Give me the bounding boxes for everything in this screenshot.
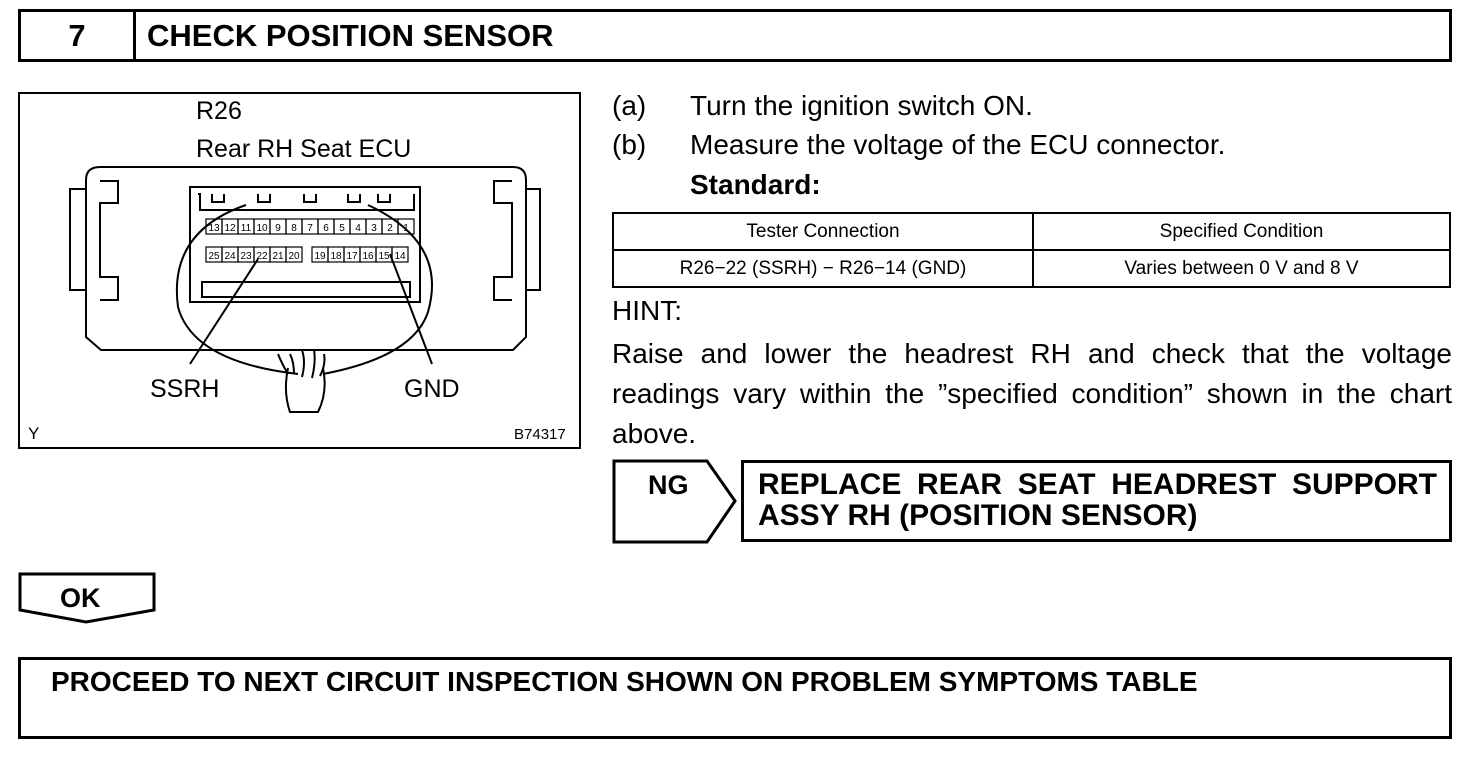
connector-housing: [69, 166, 541, 413]
pin-number: 14: [394, 251, 406, 262]
pin-number: 15: [378, 251, 390, 262]
pin-number: 7: [307, 223, 313, 234]
instruction-b: (b) Measure the voltage of the ECU connec…: [612, 128, 1225, 162]
pin-number: 18: [330, 251, 342, 262]
pin-number: 21: [272, 251, 284, 262]
hint-text: Raise and lower the headrest RH and chec…: [612, 338, 1452, 449]
pin-number: 17: [346, 251, 358, 262]
pin-number: 12: [224, 223, 236, 234]
pin-number: 8: [291, 223, 297, 234]
pin-cell: [397, 218, 415, 235]
table-cell: Varies between 0 V and 8 V: [1032, 249, 1451, 288]
connector-name: Rear RH Seat ECU: [196, 135, 411, 163]
ok-tag: OK: [18, 572, 156, 624]
ng-label: NG: [648, 470, 689, 500]
pin-number: 13: [208, 223, 220, 234]
table-header-row: Tester Connection Specified Condition: [612, 212, 1451, 251]
step-number: 7: [21, 12, 136, 59]
pin-number: 25: [208, 251, 220, 262]
instruction-a: (a) Turn the ignition switch ON.: [612, 89, 1033, 123]
pin-number: 4: [355, 223, 361, 234]
pin-number: 19: [314, 251, 326, 262]
pin-number: 22: [256, 251, 268, 262]
table-cell: R26−22 (SSRH) − R26−14 (GND): [612, 249, 1034, 288]
pin-number: 16: [362, 251, 374, 262]
pin-cell: [391, 246, 409, 263]
pin-number: 5: [339, 223, 345, 234]
step-header: 7 CHECK POSITION SENSOR: [18, 9, 1452, 62]
pin-cell: [285, 246, 303, 263]
table-header: Tester Connection: [612, 212, 1034, 251]
ng-action-box: REPLACE REAR SEAT HEADREST SUPPORT ASSY …: [741, 460, 1452, 542]
table-row: R26−22 (SSRH) − R26−14 (GND) Varies betw…: [612, 249, 1451, 288]
ng-action-text: REPLACE REAR SEAT HEADREST SUPPORT ASSY …: [758, 468, 1437, 532]
pin-number: 2: [387, 223, 393, 234]
instruction-label: (b): [612, 129, 647, 160]
ng-tag: NG: [612, 459, 737, 544]
next-step-text: PROCEED TO NEXT CIRCUIT INSPECTION SHOWN…: [51, 666, 1198, 697]
step-title: CHECK POSITION SENSOR: [147, 18, 554, 53]
ssrh-label: SSRH: [150, 375, 219, 403]
pin-number: 1: [403, 223, 409, 234]
pin-number: 11: [241, 223, 252, 234]
instruction-text: Turn the ignition switch ON.: [690, 90, 1033, 121]
corner-label-left: Y: [28, 424, 39, 443]
pin-number: 3: [371, 223, 377, 234]
pin-number: 6: [323, 223, 329, 234]
pin-number: 10: [256, 223, 268, 234]
pin-number: 20: [288, 251, 300, 262]
standard-label: Standard:: [690, 169, 821, 200]
pin-number: 23: [240, 251, 252, 262]
pin-row-bottom: 25 24 23 22 21 20 19 18 17 16 15 14: [205, 246, 409, 263]
pin-number: 9: [275, 223, 281, 234]
spec-table: Tester Connection Specified Condition R2…: [612, 212, 1451, 288]
figure-code: B74317: [514, 426, 566, 443]
table-header: Specified Condition: [1032, 212, 1451, 251]
next-step-box: PROCEED TO NEXT CIRCUIT INSPECTION SHOWN…: [18, 657, 1452, 739]
instruction-text: Measure the voltage of the ECU connector…: [690, 129, 1226, 160]
ok-label: OK: [60, 583, 101, 613]
instruction-label: (a): [612, 90, 647, 121]
hint-label: HINT:: [612, 295, 682, 326]
connector-id: R26: [196, 97, 242, 125]
gnd-label: GND: [404, 375, 460, 403]
pin-number: 24: [224, 251, 236, 262]
